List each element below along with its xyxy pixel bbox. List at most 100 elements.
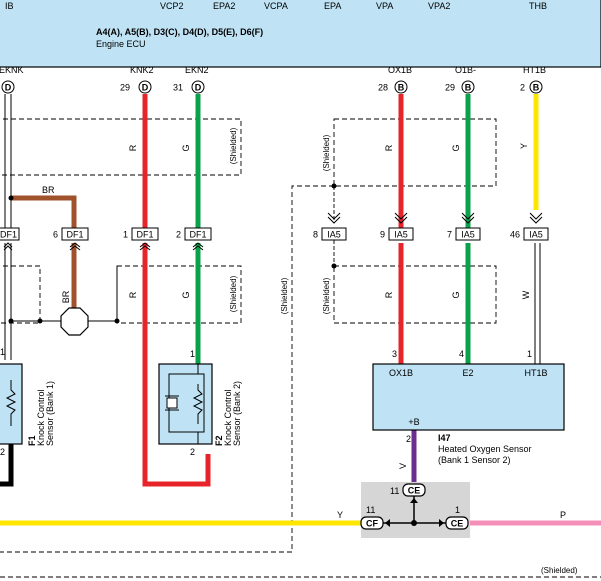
wire-label-v: V <box>398 463 408 469</box>
shield-lower-left <box>0 265 41 324</box>
ecu-pin-number: 29 <box>120 83 130 93</box>
connector-label: DF1 <box>189 230 206 240</box>
connector-chevron <box>394 212 408 220</box>
ecu-signal-thb: THB <box>529 1 547 11</box>
shielded-label-3: (Shielded) <box>280 277 289 314</box>
thin-wires <box>4 94 541 364</box>
cf-arrow <box>385 519 390 527</box>
f2-id: F2 <box>214 435 224 446</box>
shield-lower-mid <box>116 265 242 324</box>
connector-chevron <box>192 245 204 251</box>
wire-label-r-upper-left: R <box>128 144 138 151</box>
ce-right-box <box>445 516 469 530</box>
ecu-signal-vpa2: VPA2 <box>428 1 450 11</box>
ecu-pin-circle <box>394 80 408 94</box>
connector-pin-number: 46 <box>510 230 520 240</box>
connector-pin-number: 6 <box>53 230 58 240</box>
junction-dots <box>8 183 337 324</box>
wire-label-g-upper-left: G <box>181 144 191 151</box>
connector-label: IA5 <box>529 230 543 240</box>
f2-resistor-symbol <box>192 384 204 424</box>
wire-label-p: P <box>560 510 566 520</box>
i47-pin-ox1b: OX1B <box>389 368 413 378</box>
i47-id: I47 <box>438 433 451 443</box>
i47-pin-b: +B <box>408 417 419 427</box>
shield-drain-wire <box>0 185 334 553</box>
i47-num-ox1b: 3 <box>392 349 397 359</box>
ecu-signal-epa2: EPA2 <box>213 1 235 11</box>
connector-label: IA5 <box>327 230 341 240</box>
shielded-label-1: (Shielded) <box>229 127 238 164</box>
shielded-label-2: (Shielded) <box>229 275 238 312</box>
ecu-name: Engine ECU <box>96 39 146 49</box>
wire-label-w: W <box>521 290 531 299</box>
i47-num-e2: 4 <box>459 349 464 359</box>
cf-pin: 11 <box>366 505 375 515</box>
shield-lower-right <box>333 265 497 324</box>
cf-label: CF <box>366 519 378 529</box>
component-f1-knock-sensor-bank1: 1 2 F1 Knock Control Sensor (Bank 1) <box>0 347 55 457</box>
ecu-pin-circle <box>529 80 543 94</box>
shielded-label-4: (Shielded) <box>322 134 331 171</box>
connector-chevron <box>69 245 81 251</box>
junction-dot-center <box>411 520 417 526</box>
wire-red-knk2-lower <box>142 243 211 487</box>
connector-ia5-pin9: 9 IA5 <box>380 212 414 241</box>
ecu-pin-circle <box>191 80 205 94</box>
ecu-pin-number: 31 <box>173 83 183 93</box>
connector-chevron <box>529 216 543 224</box>
ecu-pin-conn-letter: B <box>398 83 405 93</box>
junction-connector-ce-cf: 11 CE 11 CF 1 CE <box>360 482 470 538</box>
ecu-pin-knk2: 29 D <box>120 80 152 94</box>
connector-pin-number: 9 <box>380 230 385 240</box>
ecu-signal-epa: EPA <box>324 1 341 11</box>
connector-box <box>455 227 481 241</box>
ce-top-pin: 11 <box>390 486 399 496</box>
wire-label-r-lower-right: R <box>384 291 394 298</box>
connector-chevron <box>3 245 13 251</box>
shielded-label-5: (Shielded) <box>322 277 331 314</box>
ecu-pin-name-knk2: KNK2 <box>130 65 154 75</box>
f1-resistor-symbol <box>5 380 17 426</box>
ce-right-pin: 1 <box>455 505 460 515</box>
ecu-pin-circle <box>461 80 475 94</box>
wire-label-r-upper-right: R <box>384 144 394 151</box>
connector-df1-left-edge: DF1 <box>0 227 20 251</box>
i47-num-ht1b: 1 <box>527 349 532 359</box>
ecu-pin-number: 2 <box>520 83 525 93</box>
ecu-pin-eknk: D <box>1 80 15 94</box>
connector-ia5-pin46: 46 IA5 <box>510 212 549 241</box>
shield-upper-left <box>0 118 242 176</box>
i47-pin-e2: E2 <box>462 368 473 378</box>
connector-df1-pin2: 2 DF1 <box>176 227 212 251</box>
ecu-pin-ox1b: 28 B <box>378 80 408 94</box>
wire-label-br-horizontal: BR <box>42 185 55 195</box>
shield-ground-octagon <box>60 307 89 336</box>
ce-top-arrow <box>410 498 418 503</box>
connector-chevron <box>529 212 543 220</box>
f1-id: F1 <box>27 435 37 446</box>
connector-box <box>0 227 20 241</box>
ecu-pin-conn-letter: D <box>5 83 12 93</box>
ecu-pin-conn-letter: B <box>465 83 472 93</box>
connector-chevron <box>394 216 408 224</box>
connector-pin-number: 8 <box>313 230 318 240</box>
i47-body <box>372 363 565 431</box>
shield-upper-right <box>333 118 497 187</box>
ecu-signal-vcp2: VCP2 <box>160 1 184 11</box>
connector-box <box>523 227 549 241</box>
wire-brown-br <box>11 195 77 230</box>
shielded-label-bottom: (Shielded) <box>541 566 578 575</box>
ce-top-label: CE <box>408 486 421 496</box>
connector-chevron <box>69 242 81 248</box>
connector-box <box>388 227 414 241</box>
ecu-signal-vcpa: VCPA <box>264 1 288 11</box>
i47-pin-ht1b: HT1B <box>524 368 547 378</box>
ecu-pin-name-ox1b: OX1B <box>388 65 412 75</box>
engine-ecu-block <box>0 0 601 68</box>
connector-pin-number: 2 <box>176 230 181 240</box>
connector-ia5-pin7: 7 IA5 <box>447 212 481 241</box>
f2-pin-bottom: 2 <box>190 447 195 457</box>
connector-df1-pin1: 1 DF1 <box>123 227 159 251</box>
f2-piezo-symbol <box>166 397 178 409</box>
